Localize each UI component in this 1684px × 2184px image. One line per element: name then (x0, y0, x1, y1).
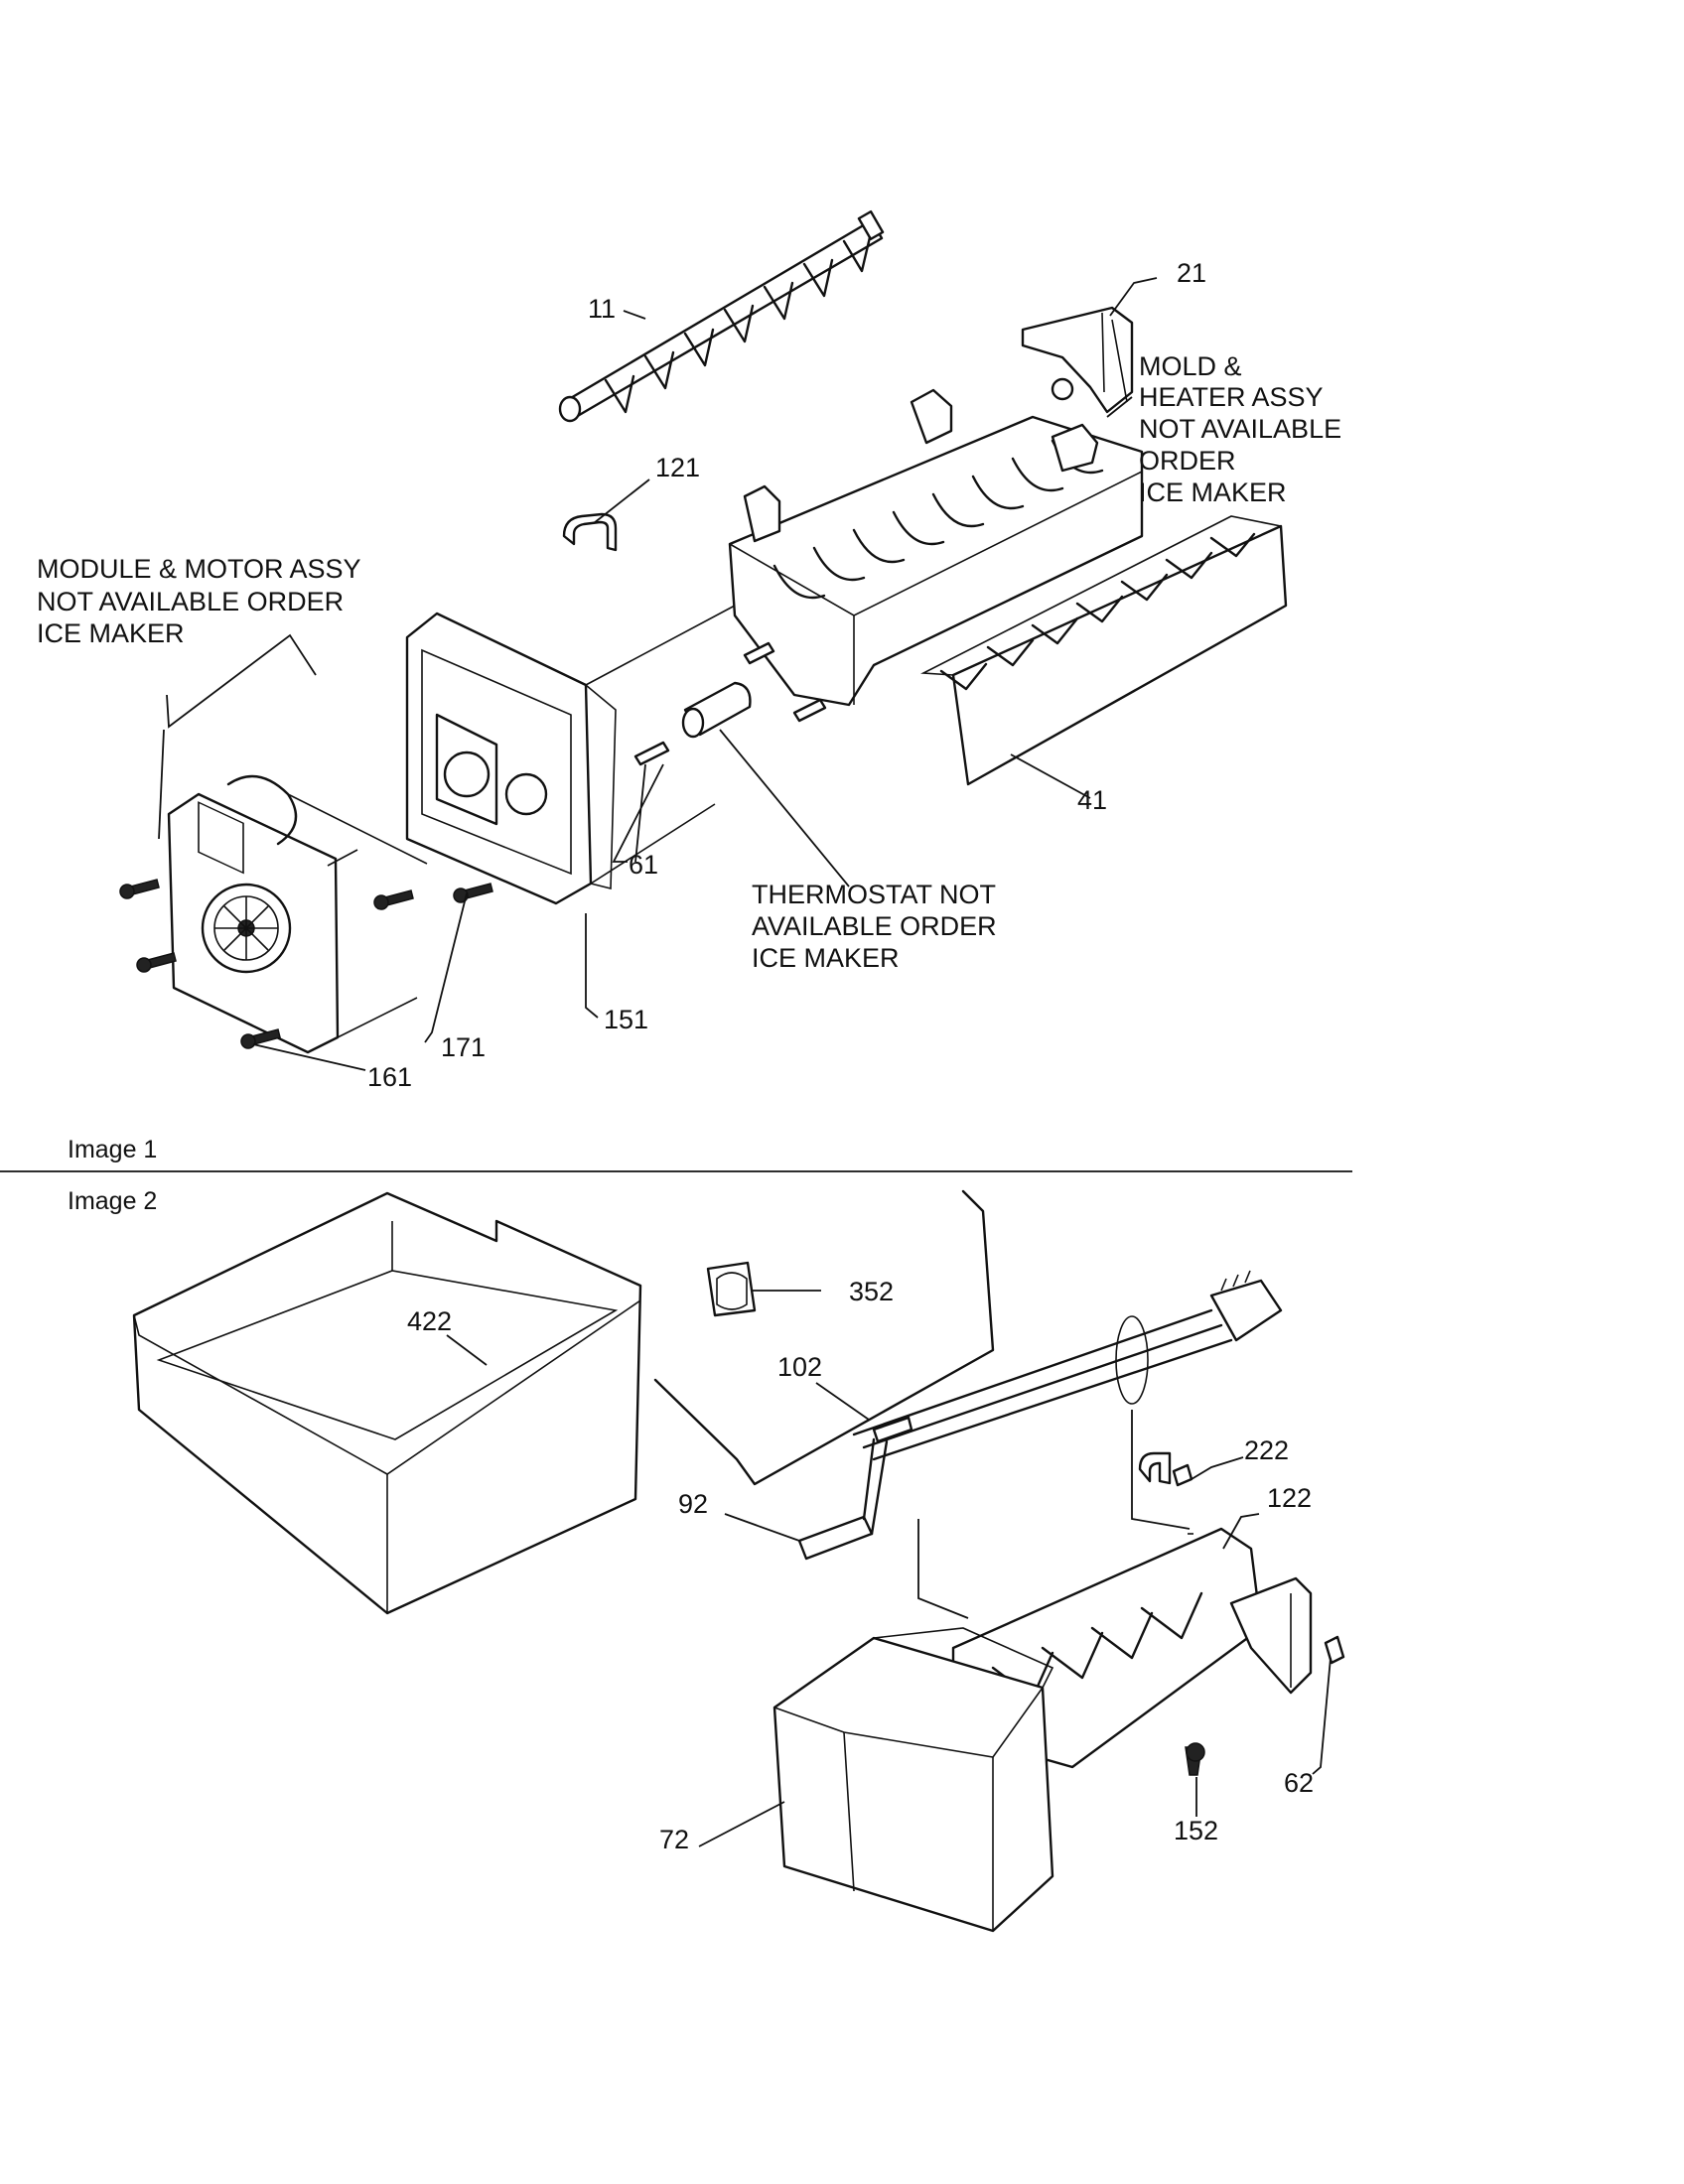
module-motor-assembly (167, 774, 428, 1054)
module-motor-note-line-1: MODULE & MOTOR ASSY (37, 554, 361, 584)
wire-arm-part-102 (653, 1189, 995, 1486)
mold-heater-note-line-5: ICE MAKER (1139, 478, 1287, 507)
callout-102: 102 (777, 1352, 822, 1382)
connector-part-92 (797, 1416, 913, 1561)
clip-part-222 (1138, 1451, 1193, 1487)
callout-352: 352 (849, 1277, 894, 1306)
mold-heater-assembly (728, 388, 1144, 707)
image-1-label: Image 1 (68, 1136, 157, 1163)
callout-21: 21 (1177, 258, 1206, 288)
thermostat (681, 681, 752, 739)
callout-62: 62 (1284, 1768, 1314, 1798)
callout-151: 151 (604, 1005, 648, 1034)
thermostat-note-line-2: AVAILABLE ORDER (752, 911, 997, 941)
thermostat-note: THERMOSTAT NOT AVAILABLE ORDER ICE MAKER (752, 880, 997, 973)
callout-72: 72 (659, 1825, 689, 1854)
callout-121: 121 (655, 453, 700, 482)
screws-part-161 (119, 879, 281, 1049)
wire-harness (852, 1270, 1283, 1461)
callout-171: 171 (441, 1032, 486, 1062)
pins-part-61 (633, 641, 827, 766)
callout-222: 222 (1244, 1435, 1289, 1465)
thermostat-note-line-1: THERMOSTAT NOT (752, 880, 996, 909)
callout-161: 161 (367, 1062, 412, 1092)
thermostat-note-line-3: ICE MAKER (752, 943, 900, 973)
callout-41: 41 (1077, 785, 1107, 815)
image-2-label: Image 2 (68, 1187, 157, 1215)
callout-122: 122 (1267, 1483, 1312, 1513)
callout-11: 11 (588, 294, 616, 324)
ice-bucket-part-422 (132, 1191, 642, 1615)
ejector-shaft-part-11 (558, 209, 885, 423)
mold-heater-note: MOLD & HEATER ASSY NOT AVAILABLE ORDER I… (1139, 351, 1341, 507)
callout-152: 152 (1174, 1816, 1218, 1845)
bracket-part-21 (1021, 306, 1134, 414)
housing-part-151 (405, 605, 736, 905)
screw-part-152 (1185, 1742, 1205, 1776)
module-motor-note: MODULE & MOTOR ASSY NOT AVAILABLE ORDER … (37, 554, 361, 648)
callout-92: 92 (678, 1489, 708, 1519)
mold-heater-note-line-2: HEATER ASSY (1139, 382, 1324, 412)
front-cover-part-72 (772, 1627, 1054, 1933)
clip-part-121 (562, 512, 618, 552)
mold-heater-note-line-1: MOLD & (1139, 351, 1242, 381)
clip-part-352 (706, 1261, 757, 1317)
callout-422: 422 (407, 1306, 452, 1336)
mold-heater-note-line-3: NOT AVAILABLE (1139, 414, 1341, 444)
mold-heater-note-line-4: ORDER (1139, 446, 1236, 476)
shield-part-41 (920, 515, 1288, 786)
callout-61: 61 (629, 850, 658, 880)
screws-part-171 (373, 883, 493, 910)
module-motor-note-line-3: ICE MAKER (37, 618, 185, 648)
module-motor-note-line-2: NOT AVAILABLE ORDER (37, 587, 344, 616)
